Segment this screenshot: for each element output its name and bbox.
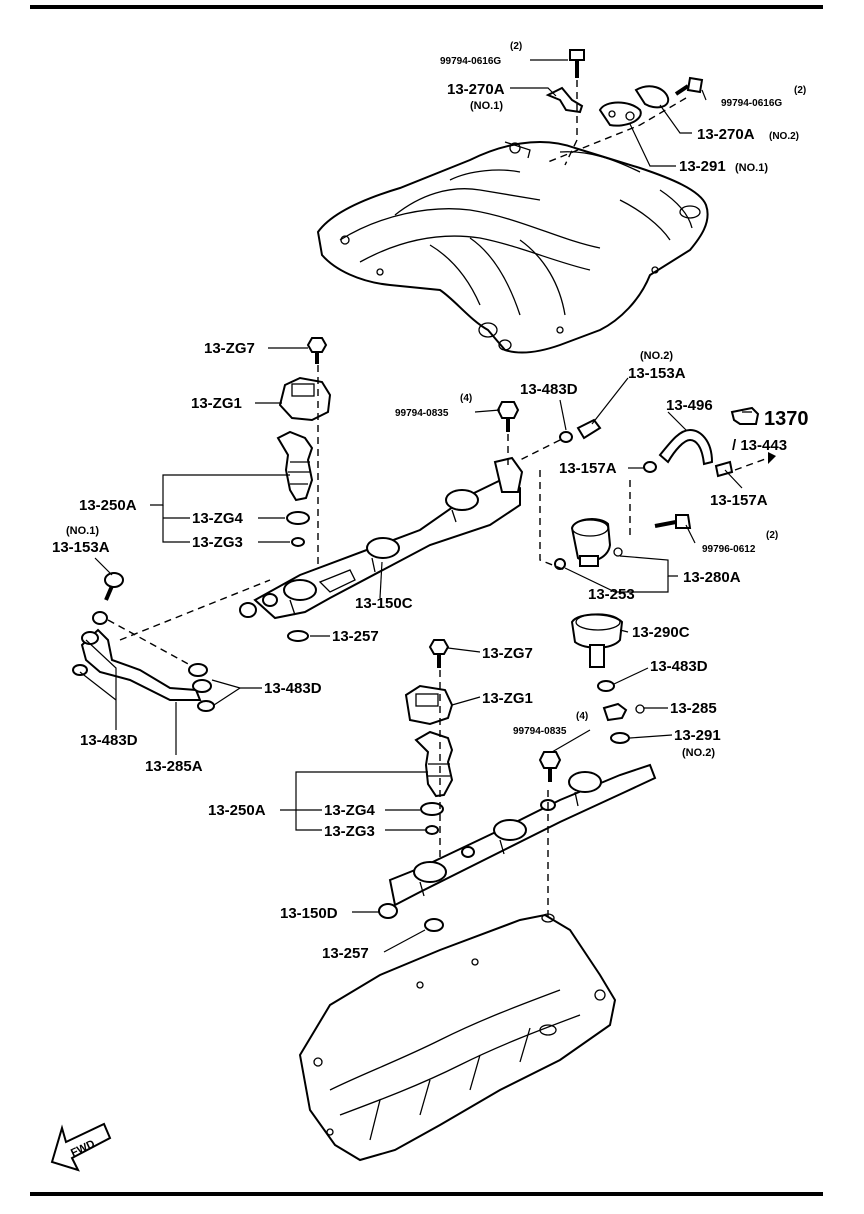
union-153a-no2 [576,418,602,440]
fuel-rail-150c [239,456,524,620]
oring-zg3-upper [291,537,305,547]
oring-zg3-lower-label: 13-ZG3 [324,823,375,840]
bolt-top-part-number: 99794-0616G [440,56,501,67]
washer-483d-upper [559,431,573,443]
union-153a-no1-sub: (NO.1) [66,525,99,537]
fuel-pipe-285a [72,611,215,712]
bracket-270a-no1 [545,86,584,114]
clip-157a-right-label: 13-157A [710,492,768,509]
oring-zg4-lower-label: 13-ZG4 [324,802,376,819]
bracket-270a-no2 [634,85,670,109]
bracket-270a-no1-label: 13-270A [447,81,505,98]
leader-lines [79,59,743,953]
oring-zg3-upper-label: 13-ZG3 [192,534,243,551]
oring-zg3-lower [425,825,439,835]
oring-253-label: 13-253 [588,586,635,603]
gasket-291-no2-label: 13-291 [674,727,721,744]
hose-496-label: 13-496 [666,397,713,414]
bolt-0835-lower-part-number: 99794-0835 [513,726,567,737]
union-153a-no2-label: 13-153A [628,365,686,382]
pulsation-damper-280a [570,518,623,567]
bolt-0835-lower [538,751,562,782]
seal-257-lower [424,918,444,932]
rail-150c-label: 13-150C [355,595,413,612]
oring-zg4-lower [420,802,444,816]
gasket-291-no1-label: 13-291 [679,158,726,175]
gasket-291-no2 [610,732,630,744]
gasket-291-no1 [598,101,642,127]
to-1370-arrow [734,457,769,471]
upper-bolt-right [674,76,704,96]
bolt-top-qty: (2) [510,41,522,52]
hose-496 [658,428,714,466]
bolt-0612 [654,514,692,529]
bolt-right-qty: (2) [794,85,806,96]
bolt-zg7-lower [428,639,450,668]
pressure-regulator-290c [570,613,624,668]
oring-zg4-upper-label: 13-ZG4 [192,510,244,527]
bolt-zg7-lower-label: 13-ZG7 [482,645,533,662]
regulator-290c-label: 13-290C [632,624,690,641]
union-153a-no1 [104,572,124,601]
insulator-zg1-upper [278,376,332,422]
oring-zg4-upper [286,511,310,525]
bracket-270a-no2-sub: (NO.2) [769,131,799,142]
bolt-0835-lower-qty: (4) [576,711,588,722]
clip-157a-left-label: 13-157A [559,460,617,477]
bolt-0612-part-number: 99796-0612 [702,544,756,555]
bolt-zg7-upper-label: 13-ZG7 [204,340,255,357]
fwd-arrow-icon [50,1122,112,1172]
washer-483d-right [597,680,615,692]
fitting-285 [602,702,645,722]
union-153a-no2-sub: (NO.2) [640,350,673,362]
gasket-291-no2-sub: (NO.2) [682,747,715,759]
washer-483d-upper-label: 13-483D [520,381,578,398]
union-153a-no1-label: 13-153A [52,539,110,556]
injector-lower [414,730,454,798]
bolt-right-part-number: 99794-0616G [721,98,782,109]
bolt-0835-upper [496,401,520,432]
arrow-head [768,452,776,464]
bolt-0612-qty: (2) [766,530,778,541]
bracket-270a-no2-label: 13-270A [697,126,755,143]
bolt-zg7-upper [306,337,328,364]
injector-250a-upper-label: 13-250A [79,497,137,514]
gasket-291-no1-sub: (NO.1) [735,162,768,174]
washer-483d-pipe-label: 13-483D [264,680,322,697]
pointing-hand-icon [730,406,760,425]
clip-157a-left [643,461,657,473]
upper-intake-manifold [316,141,709,354]
seal-257-upper [287,630,309,642]
ref-443-label: / 13-443 [732,437,787,454]
ref-1370-label: 1370 [764,408,809,430]
pipe-285a-label: 13-285A [145,758,203,775]
lower-intake-manifold [298,913,617,1162]
bolt-0835-upper-qty: (4) [460,393,472,404]
bracket-270a-no1-sub: (NO.1) [470,100,503,112]
injector-250a-lower-label: 13-250A [208,802,266,819]
rail-150d-label: 13-150D [280,905,338,922]
insulator-zg1-lower-label: 13-ZG1 [482,690,533,707]
washer-483d-left-label: 13-483D [80,732,138,749]
fitting-285-label: 13-285 [670,700,717,717]
insulator-zg1-lower [404,684,454,726]
upper-bolt-top [569,49,585,78]
seal-257-lower-label: 13-257 [322,945,369,962]
damper-280a-label: 13-280A [683,569,741,586]
injector-upper [276,430,314,502]
clip-157a-right [714,460,734,478]
seal-257-upper-label: 13-257 [332,628,379,645]
bolt-0835-upper-part-number: 99794-0835 [395,408,449,419]
fuel-rail-150d [378,763,657,919]
washer-483d-right-label: 13-483D [650,658,708,675]
insulator-zg1-upper-label: 13-ZG1 [191,395,242,412]
labels: (2) 99794-0616G 13-270A (NO.1) (2) 99794… [52,41,809,962]
